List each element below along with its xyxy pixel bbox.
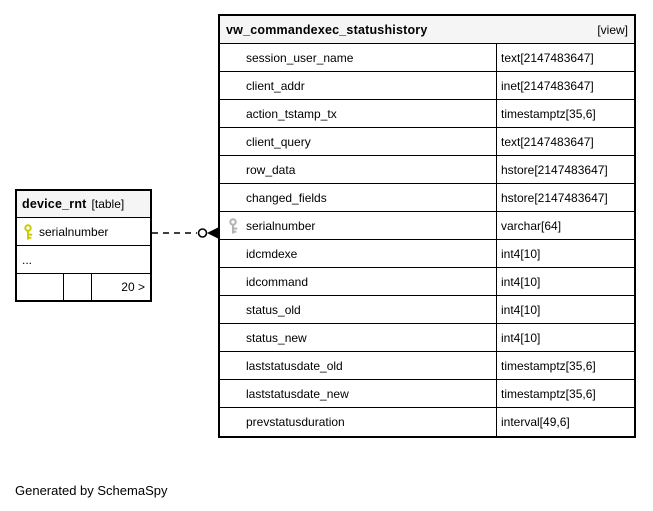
view-column-row: changed_fields hstore[2147483647] [220, 184, 634, 212]
children-count-cell[interactable]: 20 > [91, 274, 150, 300]
view-column-row: status_new int4[10] [220, 324, 634, 352]
column-name: laststatusdate_old [246, 358, 343, 373]
column-name: status_new [246, 330, 307, 345]
device-table-stats-row: 20 > [17, 274, 150, 300]
column-type: text[2147483647] [496, 128, 634, 155]
column-type: timestamptz[35,6] [496, 100, 634, 127]
primary-key-icon [17, 223, 39, 240]
entity-vw-commandexec-statushistory: vw_commandexec_statushistory [view] sess… [218, 14, 636, 438]
view-table-title: vw_commandexec_statushistory [226, 22, 428, 37]
column-name: action_tstamp_tx [246, 106, 337, 121]
fk-relationship-connector [152, 227, 218, 239]
view-column-row: idcmdexe int4[10] [220, 240, 634, 268]
column-name: prevstatusduration [246, 415, 345, 429]
view-column-row: idcommand int4[10] [220, 268, 634, 296]
device-table-kind-label: [table] [91, 197, 125, 211]
column-name: client_query [246, 134, 311, 149]
device-table-header[interactable]: device_rnt [table] [17, 191, 150, 218]
column-name: serialnumber [246, 218, 316, 233]
column-name: changed_fields [246, 190, 327, 205]
column-type: int4[10] [496, 324, 634, 351]
view-column-row: session_user_name text[2147483647] [220, 44, 634, 72]
column-name: laststatusdate_new [246, 386, 349, 401]
more-columns-ellipsis: ... [17, 246, 150, 274]
view-column-row: client_addr inet[2147483647] [220, 72, 634, 100]
view-column-row: row_data hstore[2147483647] [220, 156, 634, 184]
entity-device-rnt: device_rnt [table] serialnumber ... 20 > [15, 189, 152, 302]
column-name: idcmdexe [246, 246, 298, 261]
foreign-key-icon [220, 217, 246, 234]
column-name: session_user_name [246, 50, 354, 65]
column-type: int4[10] [496, 268, 634, 295]
view-column-row: client_query text[2147483647] [220, 128, 634, 156]
stat-cell-empty-1 [17, 274, 63, 300]
view-column-row: laststatusdate_new timestamptz[35,6] [220, 380, 634, 408]
column-type: varchar[64] [496, 212, 634, 239]
device-column-row-serialnumber: serialnumber [17, 218, 150, 246]
view-table-rows: session_user_name text[2147483647] clien… [220, 44, 634, 436]
column-name: idcommand [246, 274, 309, 289]
column-type: int4[10] [496, 296, 634, 323]
column-type: interval[49,6] [496, 408, 634, 436]
column-type: text[2147483647] [496, 44, 634, 71]
column-name: row_data [246, 162, 296, 177]
column-type: hstore[2147483647] [496, 184, 634, 211]
generator-credit: Generated by SchemaSpy [15, 483, 168, 498]
view-column-row: status_old int4[10] [220, 296, 634, 324]
column-name: status_old [246, 302, 301, 317]
column-type: timestamptz[35,6] [496, 380, 634, 407]
column-type: timestamptz[35,6] [496, 352, 634, 379]
device-table-title: device_rnt [22, 197, 87, 211]
column-type: hstore[2147483647] [496, 156, 634, 183]
column-type: inet[2147483647] [496, 72, 634, 99]
column-name: serialnumber [39, 224, 109, 239]
view-table-kind-label: [view] [597, 22, 628, 37]
view-column-row: serialnumber varchar[64] [220, 212, 634, 240]
view-column-row: action_tstamp_tx timestamptz[35,6] [220, 100, 634, 128]
view-column-row: laststatusdate_old timestamptz[35,6] [220, 352, 634, 380]
column-name: client_addr [246, 78, 305, 93]
column-type: int4[10] [496, 240, 634, 267]
view-table-header[interactable]: vw_commandexec_statushistory [view] [220, 16, 634, 44]
view-column-row: prevstatusduration interval[49,6] [220, 408, 634, 436]
stat-cell-empty-2 [63, 274, 91, 300]
